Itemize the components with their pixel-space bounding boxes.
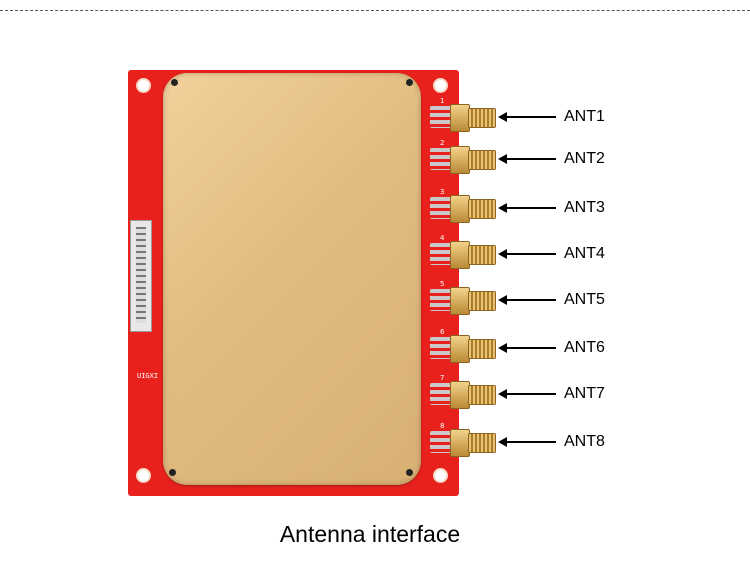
antenna-label-3: ANT3 xyxy=(564,199,605,216)
shield-screw xyxy=(406,79,413,86)
antenna-label-1: ANT1 xyxy=(564,108,605,125)
sma-port-8: 8 xyxy=(430,422,500,457)
sma-connector-body xyxy=(450,241,470,269)
port-pad xyxy=(430,337,454,359)
fpc-connector-pins xyxy=(136,227,146,323)
sma-connector-body xyxy=(450,287,470,315)
port-number: 3 xyxy=(440,188,445,196)
antenna-label-2: ANT2 xyxy=(564,150,605,167)
arrow-left-icon xyxy=(498,112,556,122)
mount-hole-bottom-right xyxy=(433,468,448,483)
sma-port-6: 6 xyxy=(430,328,500,363)
port-number: 2 xyxy=(440,139,445,147)
sma-port-2: 2 xyxy=(430,139,500,174)
sma-port-7: 7 xyxy=(430,374,500,409)
antenna-label-4: ANT4 xyxy=(564,245,605,262)
silkscreen-mark: ՍIGXI xyxy=(137,372,159,380)
sma-connector-thread xyxy=(468,199,496,219)
antenna-label-6: ANT6 xyxy=(564,339,605,356)
sma-connector-thread xyxy=(468,433,496,453)
sma-port-1: 1 xyxy=(430,97,500,132)
antenna-label-5: ANT5 xyxy=(564,291,605,308)
port-pad xyxy=(430,289,454,311)
sma-connector-body xyxy=(450,146,470,174)
port-number: 4 xyxy=(440,234,445,242)
port-pad xyxy=(430,383,454,405)
port-number: 5 xyxy=(440,280,445,288)
arrow-left-icon xyxy=(498,203,556,213)
port-pad xyxy=(430,197,454,219)
sma-port-4: 4 xyxy=(430,234,500,269)
mount-hole-top-right xyxy=(433,78,448,93)
arrow-left-icon xyxy=(498,437,556,447)
sma-port-3: 3 xyxy=(430,188,500,223)
shield-screw xyxy=(169,469,176,476)
sma-connector-body xyxy=(450,381,470,409)
port-number: 1 xyxy=(440,97,445,105)
arrow-left-icon xyxy=(498,154,556,164)
shield-screw xyxy=(171,79,178,86)
port-pad xyxy=(430,243,454,265)
sma-connector-thread xyxy=(468,291,496,311)
port-number: 7 xyxy=(440,374,445,382)
sma-connector-body xyxy=(450,195,470,223)
arrow-left-icon xyxy=(498,343,556,353)
sma-connector-body xyxy=(450,104,470,132)
shield-screw xyxy=(406,469,413,476)
sma-connector-thread xyxy=(468,150,496,170)
port-number: 8 xyxy=(440,422,445,430)
antenna-label-8: ANT8 xyxy=(564,433,605,450)
image-caption: Antenna interface xyxy=(279,521,461,547)
sma-connector-thread xyxy=(468,245,496,265)
rf-shield-can xyxy=(163,73,421,485)
sma-connector-thread xyxy=(468,339,496,359)
arrow-left-icon xyxy=(498,249,556,259)
port-pad xyxy=(430,431,454,453)
fpc-connector xyxy=(130,220,152,332)
sma-port-5: 5 xyxy=(430,280,500,315)
antenna-label-7: ANT7 xyxy=(564,385,605,402)
arrow-left-icon xyxy=(498,295,556,305)
sma-connector-body xyxy=(450,335,470,363)
mount-hole-bottom-left xyxy=(136,468,151,483)
sma-connector-body xyxy=(450,429,470,457)
sma-connector-thread xyxy=(468,108,496,128)
port-pad xyxy=(430,106,454,128)
arrow-left-icon xyxy=(498,389,556,399)
top-dashed-divider xyxy=(0,10,750,11)
mount-hole-top-left xyxy=(136,78,151,93)
sma-connector-thread xyxy=(468,385,496,405)
port-number: 6 xyxy=(440,328,445,336)
port-pad xyxy=(430,148,454,170)
